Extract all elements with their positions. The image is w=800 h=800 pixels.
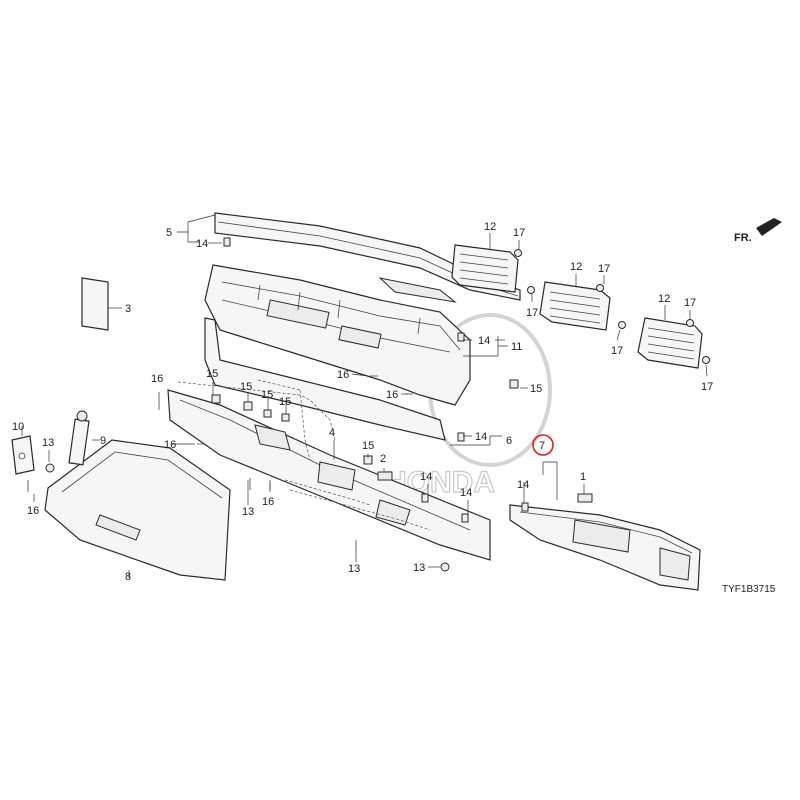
callout-15-bracket-c: 15 bbox=[261, 389, 273, 401]
callout-16-bracket-bottom: 16 bbox=[262, 496, 274, 508]
callout-13-right: 13 bbox=[413, 562, 425, 574]
callout-14-bracket-a: 14 bbox=[420, 471, 432, 483]
callout-1: 1 bbox=[580, 471, 586, 483]
callout-12-vent-a: 12 bbox=[484, 221, 496, 233]
part-7-lower-cover bbox=[509, 504, 701, 591]
callout-15-bracket-e: 15 bbox=[362, 440, 374, 452]
callout-6: 6 bbox=[506, 435, 512, 447]
callout-17-vent-c-bottom: 17 bbox=[701, 381, 713, 393]
callout-16-hinge: 16 bbox=[27, 505, 39, 517]
callout-2: 2 bbox=[380, 453, 386, 465]
part-12-vent-a bbox=[451, 244, 519, 293]
callout-17-vent-c-top: 17 bbox=[684, 297, 696, 309]
callout-labels: 5 14 3 12 17 17 12 17 17 12 17 17 14 11 … bbox=[12, 221, 713, 583]
callout-13-hinge: 13 bbox=[42, 437, 54, 449]
part-12-vent-b bbox=[539, 281, 611, 331]
callout-16-frame-left: 16 bbox=[337, 369, 349, 381]
callout-12-vent-b: 12 bbox=[570, 261, 582, 273]
callout-10: 10 bbox=[12, 421, 24, 433]
part-6-trim-strip bbox=[204, 317, 446, 441]
part-9-damper bbox=[68, 410, 90, 466]
callout-13-bracket-bottom: 13 bbox=[348, 563, 360, 575]
part-12-vent-c bbox=[637, 317, 703, 369]
part-1-clip bbox=[577, 493, 593, 503]
diagram-code: TYF1B3715 bbox=[722, 584, 776, 595]
part-2-clip bbox=[377, 471, 393, 481]
front-arrow-icon bbox=[756, 218, 782, 236]
callout-17-vent-b-top: 17 bbox=[598, 263, 610, 275]
callout-15-bracket-a: 15 bbox=[206, 368, 218, 380]
part-10-hinge-bracket bbox=[11, 435, 35, 475]
leader-lines bbox=[21, 214, 708, 578]
callout-14-trim: 14 bbox=[475, 431, 487, 443]
part-8-glove-box bbox=[44, 439, 231, 581]
callout-17-vent-a-bottom: 17 bbox=[526, 307, 538, 319]
callout-5: 5 bbox=[166, 227, 172, 239]
part-3-label-card bbox=[81, 277, 109, 331]
callout-16-bracket-top: 16 bbox=[151, 373, 163, 385]
callout-13-bracket: 13 bbox=[242, 506, 254, 518]
callout-4: 4 bbox=[329, 427, 335, 439]
callout-11: 11 bbox=[511, 341, 522, 353]
callout-8: 8 bbox=[125, 571, 131, 583]
part-11-dashboard-frame bbox=[204, 264, 471, 406]
front-direction-indicator: FR. bbox=[734, 218, 782, 244]
callout-9: 9 bbox=[100, 435, 106, 447]
callout-7-highlight-ring bbox=[532, 434, 554, 456]
callout-12-vent-c: 12 bbox=[658, 293, 670, 305]
callout-17-vent-a-top: 17 bbox=[513, 227, 525, 239]
part-4-bracket bbox=[167, 389, 491, 561]
front-direction-label: FR. bbox=[734, 232, 752, 244]
callout-3: 3 bbox=[125, 303, 131, 315]
callout-15-bracket-d: 15 bbox=[279, 396, 291, 408]
callout-14-cover: 14 bbox=[517, 479, 529, 491]
callout-15-bracket-b: 15 bbox=[240, 381, 252, 393]
callout-17-vent-b-bottom: 17 bbox=[611, 345, 623, 357]
callout-14-upper-panel: 14 bbox=[196, 238, 208, 250]
callout-16-bracket-left: 16 bbox=[164, 439, 176, 451]
callout-7: 7 bbox=[539, 440, 545, 452]
callout-16-frame-right: 16 bbox=[386, 389, 398, 401]
callout-15-frame: 15 bbox=[530, 383, 542, 395]
callout-14-frame: 14 bbox=[478, 335, 490, 347]
callout-14-bracket-b: 14 bbox=[460, 487, 472, 499]
